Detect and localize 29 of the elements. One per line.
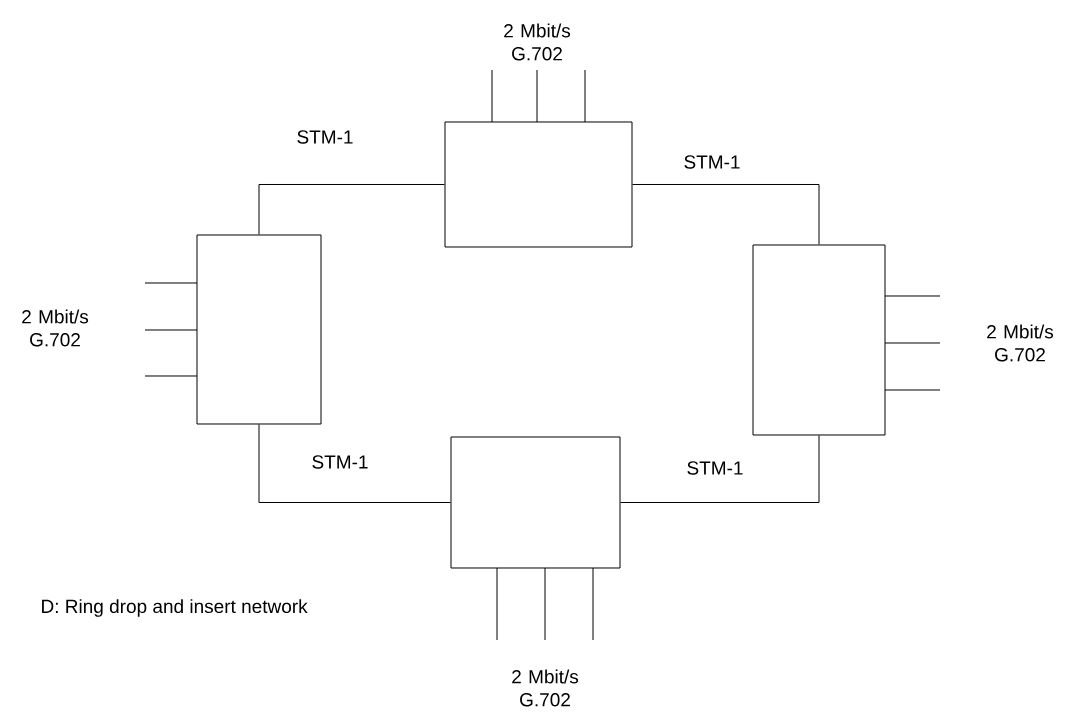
tributary-line	[584, 69, 586, 123]
tributary-line	[544, 567, 546, 641]
network-element-box	[752, 244, 886, 436]
tributary-line	[144, 282, 198, 284]
rate-label: 2 Mbit/s G.702	[987, 324, 1054, 362]
ring-link-line	[258, 184, 445, 235]
rate-label: 2 Mbit/s G.702	[22, 309, 89, 347]
tributary-line	[884, 342, 941, 344]
tributary-line	[536, 69, 538, 123]
ring-link-line	[620, 435, 820, 503]
network-element-box	[444, 121, 633, 248]
tributary-line	[884, 295, 941, 297]
network-element-box	[196, 234, 322, 425]
tributary-line	[496, 567, 498, 641]
rate-label: 2 Mbit/s G.702	[512, 669, 579, 707]
ring-link-line	[632, 184, 820, 245]
tributary-line	[592, 567, 594, 641]
edge-label: STM-1	[295, 129, 355, 145]
edge-label: STM-1	[682, 154, 742, 170]
ring-link-line	[258, 424, 451, 503]
edge-label: STM-1	[310, 454, 370, 470]
rate-label: 2 Mbit/s G.702	[504, 23, 571, 61]
caption: D: Ring drop and insert network	[42, 599, 308, 617]
edge-label: STM-1	[685, 460, 745, 476]
network-element-box	[450, 436, 621, 569]
tributary-line	[144, 375, 198, 377]
tributary-line	[491, 69, 493, 123]
tributary-line	[884, 389, 941, 391]
tributary-line	[144, 329, 198, 331]
